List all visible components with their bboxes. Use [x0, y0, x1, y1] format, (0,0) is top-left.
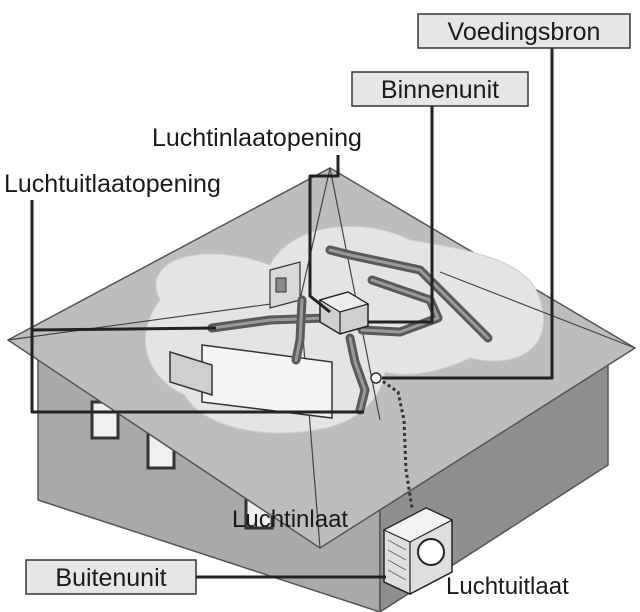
label-binnenunit: Binnenunit — [381, 76, 499, 104]
room-walls — [169, 261, 333, 419]
power-cable — [377, 376, 414, 509]
label-box-buitenunit — [25, 559, 197, 595]
leader-luchtuitlaatopening-2 — [31, 326, 217, 332]
leader-luchtinlaatopening — [308, 155, 340, 314]
outdoor-unit — [382, 507, 454, 595]
label-buitenunit: Buitenunit — [55, 564, 166, 592]
label-box-voedingsbron — [417, 13, 631, 49]
label-box-binnenunit — [351, 71, 529, 107]
power-outlet — [370, 372, 382, 384]
leader-voedingsbron — [382, 42, 554, 380]
leader-lines — [30, 42, 554, 579]
leader-binnenunit — [368, 102, 434, 324]
label-luchtuitlaat: Luchtuitlaat — [446, 573, 569, 600]
label-luchtinlaat: Luchtinlaat — [232, 506, 348, 533]
label-voedingsbron: Voedingsbron — [448, 18, 601, 46]
ducts — [207, 245, 493, 415]
roof-structure — [7, 167, 636, 549]
label-luchtuitlaatopening: Luchtuitlaatopening — [4, 170, 221, 198]
leader-luchtuitlaatopening — [30, 200, 364, 414]
label-luchtinlaatopening: Luchtinlaatopening — [152, 124, 362, 152]
indoor-unit — [318, 291, 370, 335]
